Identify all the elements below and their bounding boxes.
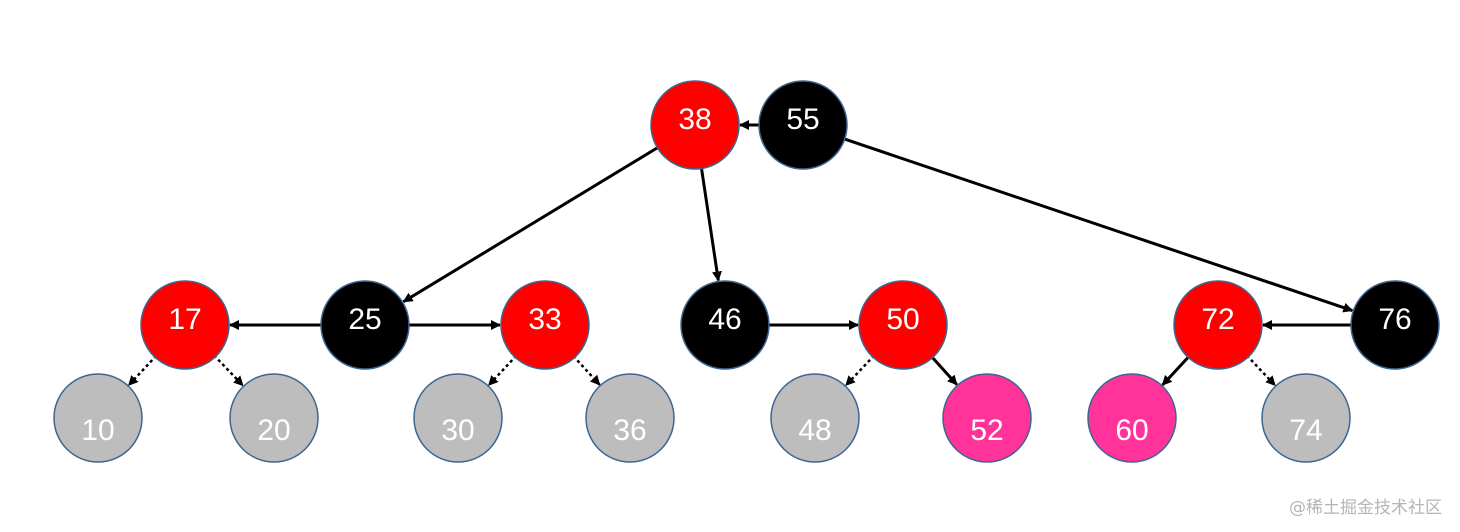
node-circle (229, 373, 319, 463)
edge-72-to-60 (1161, 354, 1191, 386)
node-25: 25 (320, 280, 410, 370)
edges-layer (127, 120, 1354, 387)
node-label: 60 (1115, 414, 1148, 447)
edge-38-to-46 (699, 166, 722, 282)
node-circle (1261, 373, 1351, 463)
edge-33-to-36 (572, 355, 601, 386)
watermark: @稀土掘金技术社区 (1289, 498, 1442, 518)
node-circle (770, 373, 860, 463)
node-circle (1350, 280, 1440, 370)
edge-50-to-48 (845, 354, 876, 387)
node-circle (1173, 280, 1263, 370)
node-label: 46 (708, 303, 741, 336)
node-circle (1087, 373, 1177, 463)
node-circle (650, 80, 740, 170)
node-36: 36 (585, 373, 675, 463)
nodes-layer: 38 55 17 25 33 46 50 72 76 10 20 30 36 48 52 60 74 (53, 80, 1440, 463)
node-label: 72 (1201, 303, 1234, 336)
edge-50-to-52 (930, 355, 958, 386)
edge-17-to-10 (127, 354, 158, 386)
node-circle (680, 280, 770, 370)
node-30: 30 (413, 373, 503, 463)
node-label: 17 (168, 303, 201, 336)
node-38: 38 (650, 80, 740, 170)
edge-17-to-20 (213, 354, 244, 387)
edge-72-to-74 (1245, 354, 1276, 387)
node-label: 10 (81, 414, 114, 447)
node-label: 25 (348, 303, 381, 336)
edge-38-to-25 (402, 145, 660, 303)
node-55: 55 (758, 80, 848, 170)
node-label: 74 (1289, 414, 1322, 447)
node-circle (500, 280, 590, 370)
node-label: 55 (786, 103, 819, 136)
node-label: 30 (441, 414, 474, 447)
node-circle (53, 373, 143, 463)
node-72: 72 (1173, 280, 1263, 370)
node-33: 33 (500, 280, 590, 370)
node-60: 60 (1087, 373, 1177, 463)
node-label: 48 (798, 414, 831, 447)
node-10: 10 (53, 373, 143, 463)
node-17: 17 (140, 280, 230, 370)
node-circle (320, 280, 410, 370)
node-52: 52 (942, 373, 1032, 463)
node-label: 50 (886, 303, 919, 336)
node-circle (858, 280, 948, 370)
node-76: 76 (1350, 280, 1440, 370)
node-46: 46 (680, 280, 770, 370)
node-48: 48 (770, 373, 860, 463)
node-label: 33 (528, 303, 561, 336)
node-circle (140, 280, 230, 370)
node-74: 74 (1261, 373, 1351, 463)
node-50: 50 (858, 280, 948, 370)
node-label: 52 (970, 414, 1003, 447)
node-label: 38 (678, 103, 711, 136)
node-20: 20 (229, 373, 319, 463)
node-circle (413, 373, 503, 463)
edge-55-to-76 (842, 137, 1354, 313)
node-label: 76 (1378, 303, 1411, 336)
node-circle (758, 80, 848, 170)
node-circle (942, 373, 1032, 463)
node-circle (585, 373, 675, 463)
node-label: 20 (257, 414, 290, 447)
edge-33-to-30 (487, 354, 518, 386)
node-label: 36 (613, 414, 646, 447)
